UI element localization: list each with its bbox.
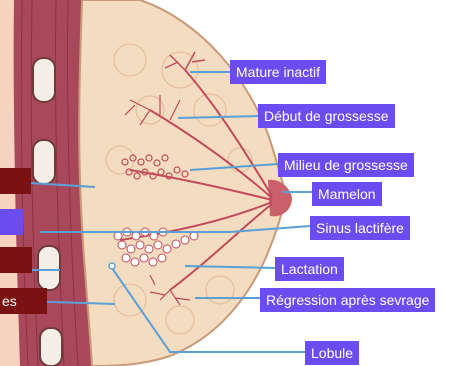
label-debut-grossesse-text: Début de grossesse bbox=[264, 108, 389, 124]
label-sinus-lactifere-text: Sinus lactifère bbox=[316, 220, 404, 236]
left-label-3 bbox=[0, 247, 32, 273]
label-lactation: Lactation bbox=[275, 257, 344, 281]
label-mature-inactif-text: Mature inactif bbox=[236, 64, 320, 80]
label-regression-text: Régression après sevrage bbox=[266, 292, 429, 308]
lobule-pointer bbox=[109, 263, 115, 269]
rib bbox=[33, 140, 55, 184]
label-mamelon-text: Mamelon bbox=[318, 186, 376, 202]
rib bbox=[38, 246, 60, 290]
label-mamelon: Mamelon bbox=[312, 182, 382, 206]
label-lobule: Lobule bbox=[305, 341, 359, 365]
left-label-4: es bbox=[0, 288, 47, 314]
label-sinus-lactifere: Sinus lactifère bbox=[310, 216, 410, 240]
label-lobule-text: Lobule bbox=[311, 345, 353, 361]
label-lactation-text: Lactation bbox=[281, 261, 338, 277]
rib bbox=[33, 58, 55, 102]
left-label-2 bbox=[0, 209, 23, 235]
label-debut-grossesse: Début de grossesse bbox=[258, 104, 395, 128]
rib bbox=[40, 328, 62, 366]
label-milieu-grossesse: Milieu de grossesse bbox=[278, 153, 414, 177]
label-mature-inactif: Mature inactif bbox=[230, 60, 326, 84]
left-label-4-text: es bbox=[2, 293, 17, 309]
label-milieu-grossesse-text: Milieu de grossesse bbox=[284, 157, 408, 173]
left-label-1 bbox=[0, 168, 31, 194]
label-regression: Régression après sevrage bbox=[260, 288, 435, 312]
